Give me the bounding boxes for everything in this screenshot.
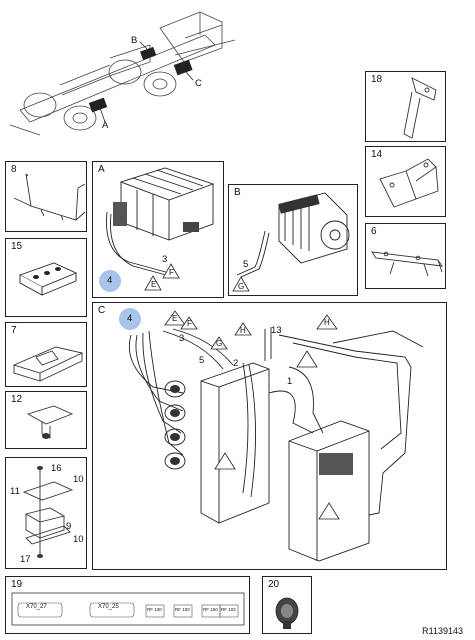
bracket-18-drawing (403, 77, 437, 139)
panel-18: 18 (365, 71, 446, 142)
callout-9: 9 (66, 521, 72, 532)
panel-label: A (98, 164, 105, 175)
panel-12: 12 (5, 391, 87, 449)
panel-label: 7 (11, 325, 17, 336)
panel-8: 8 (5, 161, 87, 232)
panel-label: 6 (371, 226, 377, 237)
mount-assembly-drawing (22, 466, 74, 558)
callout-13: 13 (271, 325, 282, 336)
highlight-marker (119, 308, 141, 330)
panel-7: 7 (5, 322, 87, 387)
callout-4: 4 (127, 313, 133, 324)
callout-h: H (240, 326, 246, 335)
callout-3: 3 (179, 333, 185, 344)
panel-6: 6 (365, 223, 446, 289)
panel-label: 20 (268, 579, 280, 590)
clip-12-drawing (26, 405, 74, 439)
pad-15-drawing (18, 262, 78, 296)
label-rf-102: RF 102 (221, 607, 236, 612)
inverter-assembly-drawing (128, 310, 424, 562)
panel-14: 14 (365, 146, 446, 217)
bracket-8-drawing (13, 173, 86, 221)
callout-e: E (172, 314, 178, 323)
label-rf-100: RF 100 (175, 607, 190, 612)
callout-g: G (216, 339, 223, 348)
motor-drawing (232, 192, 350, 292)
callout-5: 5 (199, 355, 205, 366)
panel-19: 19 X70_27 X70_25 RF 130 RF 100 RF 150 RF… (5, 576, 250, 634)
callout-5: 5 (243, 259, 249, 270)
label-x70-25: X70_25 (98, 604, 119, 610)
reference-code: R1139143 (422, 626, 463, 636)
callout-16: 16 (51, 463, 62, 474)
callout-11: 11 (10, 486, 20, 497)
panel-15: 15 (5, 238, 87, 317)
callout-3: 3 (162, 254, 168, 265)
panel-16: 16 11 10 9 10 17 (5, 457, 87, 569)
bracket-14-drawing (379, 158, 439, 208)
callout-10-lower: 10 (73, 534, 84, 545)
label-rf-130: RF 130 (147, 607, 162, 612)
label-x70-27: X70_27 (26, 604, 47, 610)
label-rf-150: RF 150 (203, 607, 218, 612)
callout-2: 2 (233, 358, 239, 369)
panel-label: 8 (11, 164, 17, 175)
overview-label-c: C (195, 78, 202, 89)
panel-label: B (234, 187, 241, 198)
callout-h-2: H (324, 318, 330, 327)
callout-4: 4 (107, 275, 113, 286)
overview-label-a: A (102, 120, 109, 131)
callout-g: G (238, 282, 245, 291)
panel-20: 20 (262, 576, 312, 634)
panel-b: B 5 G (228, 184, 358, 296)
callout-f: F (169, 268, 174, 277)
panel-c: C (92, 302, 447, 570)
callout-e: E (151, 280, 157, 289)
label-sheet-drawing (11, 592, 245, 626)
overview-illustration: A B C (0, 0, 240, 150)
panel-label: 19 (11, 579, 23, 590)
callout-f: F (187, 319, 192, 328)
panel-label: 18 (371, 74, 383, 85)
panel-label: 14 (371, 149, 383, 160)
panel-label: C (98, 305, 106, 316)
battery-pack-drawing (106, 167, 215, 291)
chassis-drawing (9, 11, 236, 136)
panel-label: 15 (11, 241, 23, 252)
plug-20-drawing (275, 597, 299, 629)
bracket-6-drawing (371, 251, 443, 277)
overview-label-b: B (131, 35, 138, 46)
callout-17: 17 (20, 554, 31, 565)
callout-1: 1 (287, 376, 293, 387)
panel-a: A 4 3 F E (92, 161, 224, 298)
panel-label: 12 (11, 394, 23, 405)
callout-10: 10 (73, 474, 84, 485)
highlight-marker (99, 270, 121, 292)
bracket-7-drawing (12, 346, 84, 382)
